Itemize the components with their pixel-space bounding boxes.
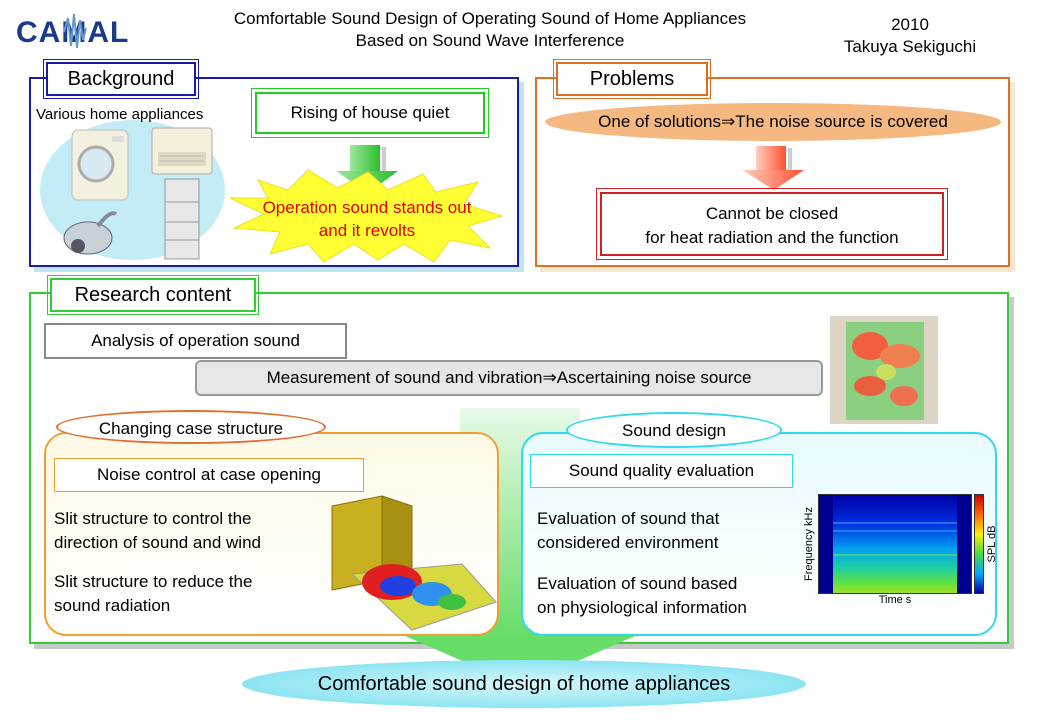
- title-line-1: Comfortable Sound Design of Operating So…: [233, 9, 747, 28]
- sound-item-2: Evaluation of sound based on physiologic…: [537, 572, 747, 620]
- changing-case-label: Changing case structure: [56, 410, 326, 444]
- cannot-line-2: for heat radiation and the function: [645, 228, 899, 247]
- slit-simulation-image: [322, 494, 498, 634]
- conclusion-ellipse: Comfortable sound design of home applian…: [242, 660, 806, 708]
- case-item-2-line-2: sound radiation: [54, 596, 171, 615]
- case-item-2-line-1: Slit structure to reduce the: [54, 572, 253, 591]
- cannot-close-box: Cannot be closed for heat radiation and …: [596, 188, 948, 260]
- case-item-1-line-1: Slit structure to control the: [54, 509, 252, 528]
- rising-box: Rising of house quiet: [251, 88, 489, 138]
- spectrogram-colorbar-label: SPL dB: [986, 525, 998, 563]
- research-label: Research content: [47, 275, 259, 315]
- sound-item-1-line-1: Evaluation of sound that: [537, 509, 720, 528]
- solution-ellipse: One of solutions⇒The noise source is cov…: [545, 103, 1001, 141]
- vibration-map-image: [830, 316, 938, 424]
- spectrogram-ylabel: Frequency kHz: [803, 507, 815, 581]
- red-arrow-icon: [738, 146, 810, 192]
- year-text: 2010: [891, 15, 929, 34]
- sound-quality-box: Sound quality evaluation: [530, 454, 793, 488]
- noise-control-box: Noise control at case opening: [54, 458, 364, 492]
- sound-item-2-line-2: on physiological information: [537, 598, 747, 617]
- sound-item-2-line-1: Evaluation of sound based: [537, 574, 738, 593]
- burst-shape: [228, 168, 506, 264]
- problems-label: Problems: [553, 59, 711, 99]
- author-text: Takuya Sekiguchi: [843, 37, 977, 56]
- sound-design-label: Sound design: [566, 412, 782, 448]
- spectrogram-colorbar: [974, 494, 984, 594]
- spectrogram: Frequency kHz Time s SPL dB: [800, 490, 1000, 612]
- page-title: Comfortable Sound Design of Operating So…: [150, 8, 830, 52]
- sound-item-1: Evaluation of sound that considered envi…: [537, 507, 719, 555]
- burst-text-line-2: and it revolts: [318, 221, 416, 240]
- refrigerator-image: [164, 178, 200, 260]
- case-item-2: Slit structure to reduce the sound radia…: [54, 570, 252, 618]
- case-item-1: Slit structure to control the direction …: [54, 507, 261, 555]
- burst-text: Operation sound stands out and it revolt…: [228, 196, 506, 242]
- spectrogram-plot: [818, 494, 972, 594]
- washing-machine-image: [68, 128, 132, 202]
- measurement-box: Measurement of sound and vibration⇒Ascer…: [195, 360, 823, 396]
- cannot-line-1: Cannot be closed: [705, 204, 839, 223]
- burst-text-line-1: Operation sound stands out: [262, 198, 472, 217]
- sound-item-1-line-2: considered environment: [537, 533, 719, 552]
- analysis-box: Analysis of operation sound: [44, 323, 347, 359]
- appliances-caption: Various home appliances: [36, 106, 204, 123]
- title-line-2: Based on Sound Wave Interference: [355, 31, 625, 50]
- camal-logo: CAMAL: [14, 10, 129, 52]
- spectrogram-xlabel: Time s: [878, 594, 912, 606]
- background-label: Background: [43, 59, 199, 99]
- case-item-1-line-2: direction of sound and wind: [54, 533, 261, 552]
- heater-image: [150, 126, 214, 176]
- header-meta: 2010 Takuya Sekiguchi: [810, 14, 1010, 58]
- vacuum-cleaner-image: [58, 206, 118, 258]
